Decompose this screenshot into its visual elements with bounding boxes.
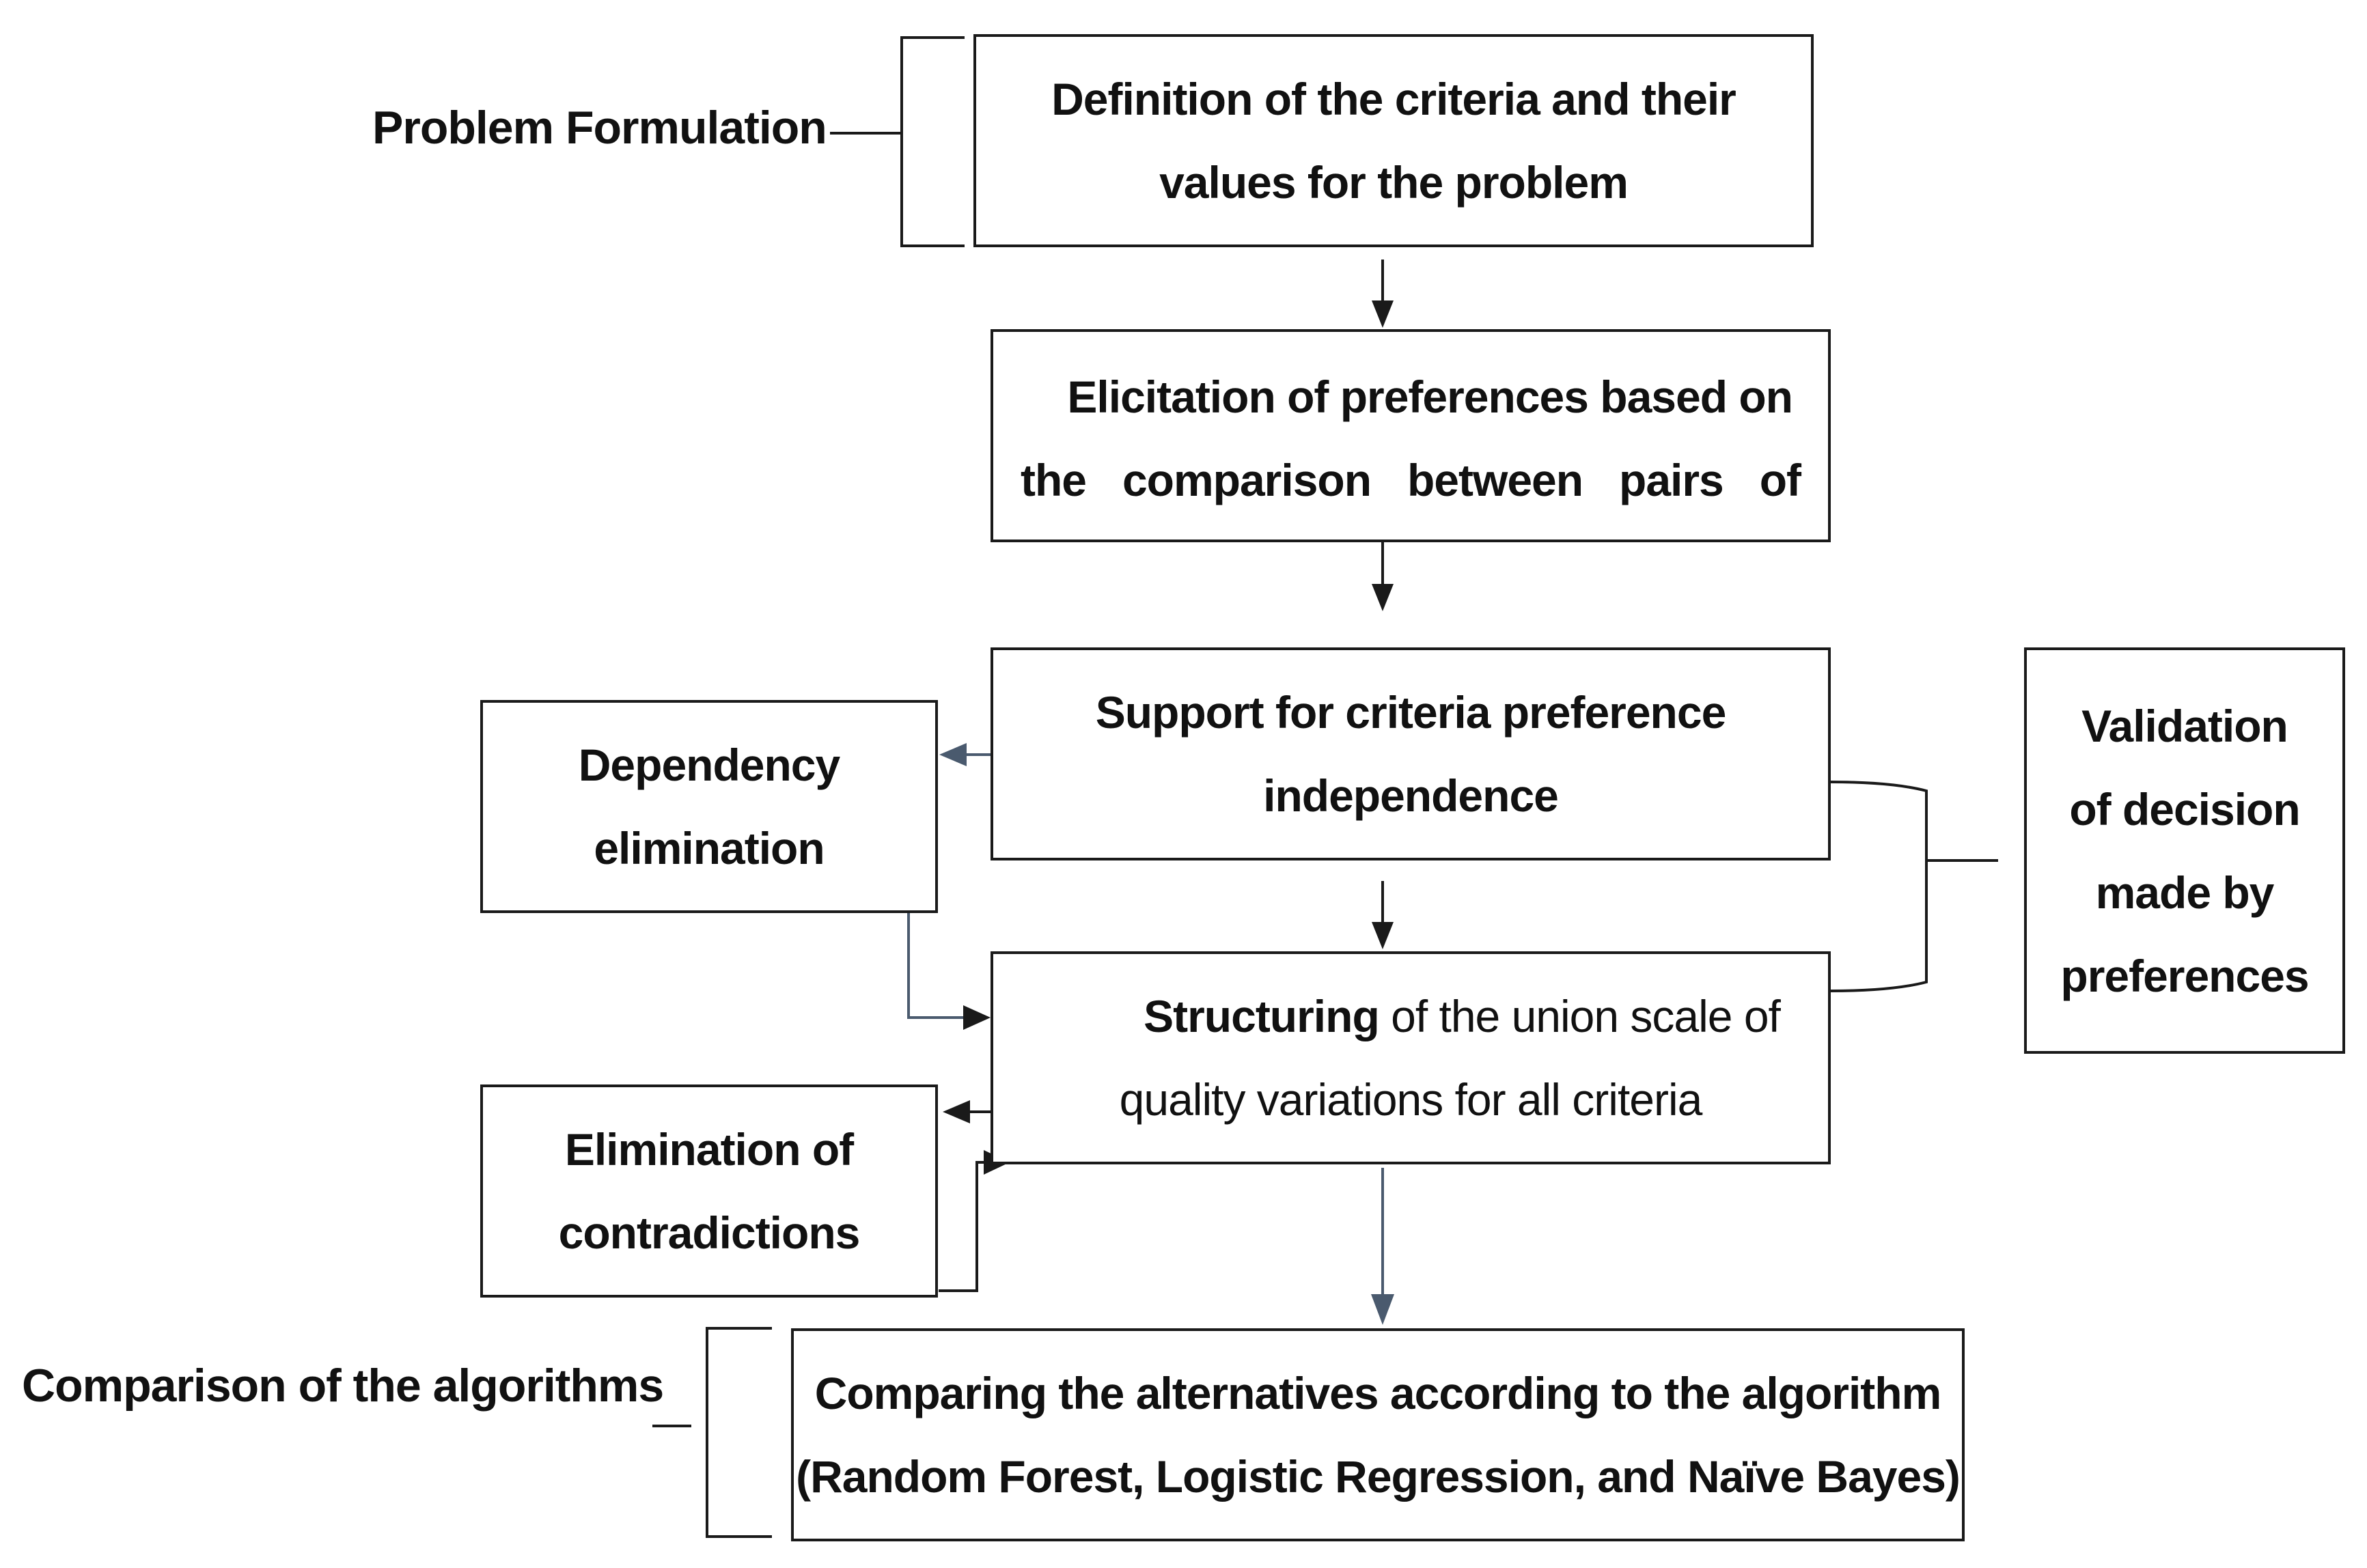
arrow-elimination-to-structuring — [939, 1161, 987, 1292]
comparison-algorithms-label: Comparison of the algorithms — [22, 1360, 664, 1412]
validation-line-3: made by — [2095, 867, 2275, 918]
support-box: Support for criteria preference independ… — [991, 647, 1831, 860]
elicitation-box: Elicitation of preferences based on the … — [991, 329, 1831, 542]
comparing-box: Comparing the alternatives according to … — [791, 1328, 1965, 1541]
validation-bracket — [1830, 781, 1928, 992]
structuring-bold: Structuring — [1144, 991, 1380, 1041]
arrowhead-support-to-dependency — [939, 743, 967, 766]
arrowhead-elicitation-to-support — [1372, 584, 1394, 611]
validation-line-4: preferences — [2060, 950, 2309, 1001]
elicitation-line-2: the comparison between pairs of — [1021, 455, 1801, 505]
validation-line-2: of decision — [2069, 783, 2300, 835]
arrowhead-dependency-to-structuring — [963, 1005, 991, 1030]
definition-box: Definition of the criteria and their val… — [973, 34, 1814, 247]
dependency-line-2: elimination — [594, 823, 825, 873]
validation-box: Validation of decision made by preferenc… — [2024, 647, 2345, 1054]
elicitation-line-1: Elicitation of preferences based on — [1067, 372, 1793, 422]
arrowhead-structuring-to-elimination — [943, 1100, 970, 1123]
elimination-box: Elimination of contradictions — [480, 1084, 938, 1298]
support-line-1: Support for criteria preference — [1095, 687, 1727, 738]
elimination-line-1: Elimination of — [564, 1124, 854, 1175]
elimination-line-2: contradictions — [558, 1207, 861, 1258]
structuring-line-1-rest: of the union scale of — [1379, 991, 1781, 1041]
dependency-box: Dependency elimination — [480, 700, 938, 913]
comparison-bracket — [706, 1327, 772, 1538]
problem-formulation-label: Problem Formulation — [372, 102, 827, 154]
structuring-line-1: Structuring of the union scale of — [1041, 975, 1781, 1058]
problem-formulation-bracket — [900, 36, 965, 247]
dependency-line-1: Dependency — [578, 740, 840, 790]
structuring-line-2: quality variations for all criteria — [1119, 1074, 1703, 1125]
comparing-line-1: Comparing the alternatives according to … — [814, 1368, 1942, 1418]
support-line-2: independence — [1263, 770, 1559, 821]
arrowhead-support-to-structuring — [1372, 922, 1394, 949]
arrowhead-definition-to-elicitation — [1372, 300, 1394, 328]
definition-line-2: values for the problem — [1159, 157, 1629, 208]
arrowhead-structuring-to-comparing — [1371, 1294, 1394, 1325]
comparing-line-2: (Random Forest, Logistic Regression, and… — [796, 1451, 1961, 1502]
validation-line-1: Validation — [2081, 700, 2288, 751]
structuring-box: Structuring of the union scale of qualit… — [991, 951, 1831, 1164]
arrow-dependency-to-structuring — [907, 912, 970, 1019]
definition-line-1: Definition of the criteria and their — [1051, 74, 1736, 124]
